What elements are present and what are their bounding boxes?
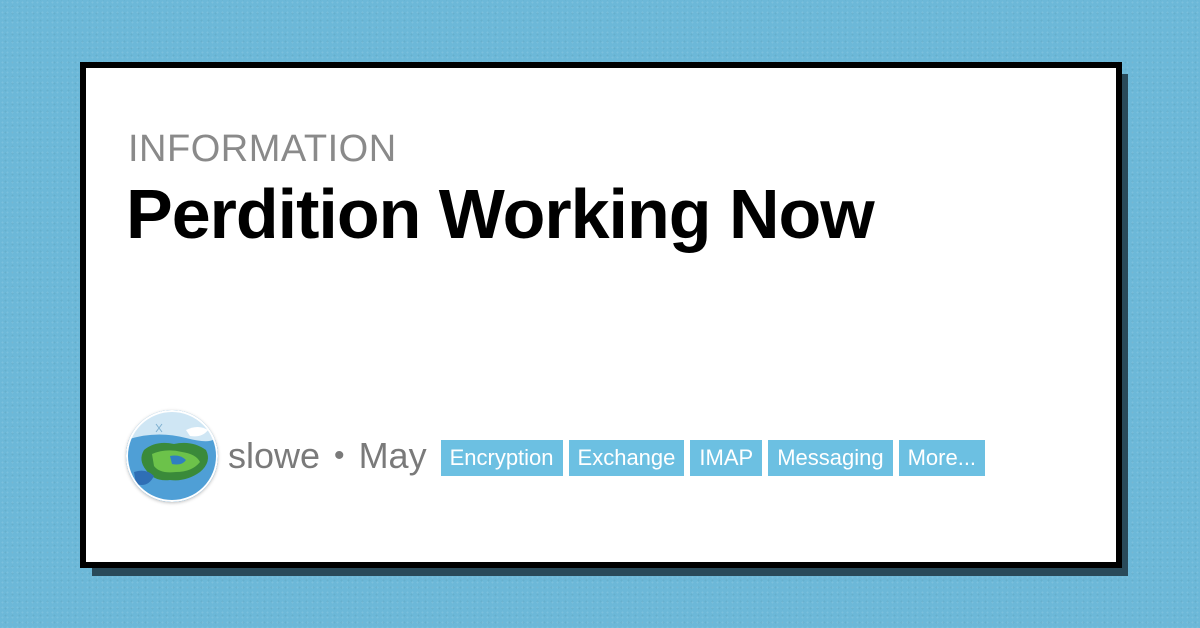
post-date: May [358, 435, 427, 476]
tag-more[interactable]: More... [898, 440, 986, 476]
globe-avatar-icon[interactable] [126, 410, 218, 502]
post-card[interactable]: INFORMATION Perdition Working Now slowe … [80, 62, 1122, 568]
tag-messaging[interactable]: Messaging [768, 440, 893, 476]
byline: slowe • May [228, 435, 427, 477]
tag-exchange[interactable]: Exchange [568, 440, 685, 476]
tag-list: Encryption Exchange IMAP Messaging More.… [440, 440, 991, 476]
post-meta: slowe • May Encryption Exchange IMAP Mes… [126, 410, 991, 502]
author-name[interactable]: slowe [228, 435, 321, 476]
post-category: INFORMATION [128, 128, 397, 170]
tag-encryption[interactable]: Encryption [440, 440, 563, 476]
tag-imap[interactable]: IMAP [690, 440, 763, 476]
post-title[interactable]: Perdition Working Now [126, 175, 875, 253]
byline-separator: • [334, 439, 345, 472]
